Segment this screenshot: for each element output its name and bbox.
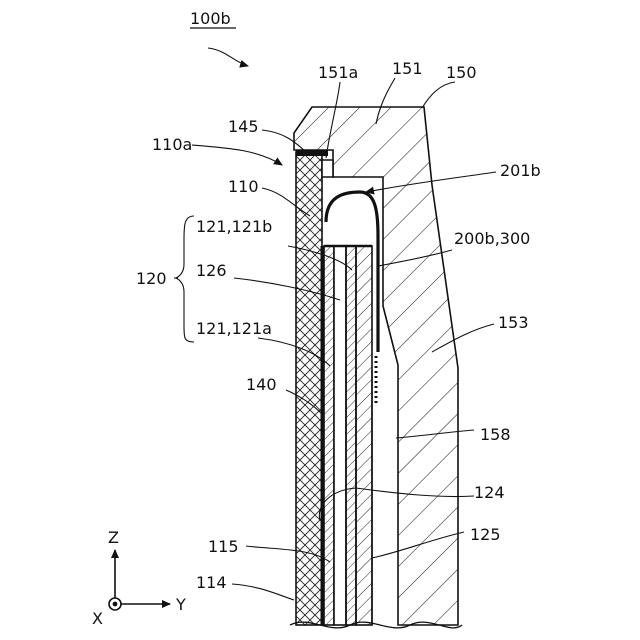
label-150: 150 — [446, 63, 477, 82]
label-110a: 110a — [152, 135, 192, 154]
label-201b: 201b — [500, 161, 541, 180]
layer-125 — [356, 246, 372, 625]
label-145: 145 — [228, 117, 259, 136]
label-121-121a: 121,121a — [196, 319, 272, 338]
label-124: 124 — [474, 483, 505, 502]
label-140: 140 — [246, 375, 277, 394]
cover-panel-110 — [296, 152, 322, 625]
label-121-121b: 121,121b — [196, 217, 272, 236]
axis-x-label: X — [92, 609, 103, 628]
label-115: 115 — [208, 537, 239, 556]
label-151a: 151a — [318, 63, 358, 82]
axes-indicator — [109, 550, 170, 610]
label-158: 158 — [480, 425, 511, 444]
layer-126 — [334, 246, 346, 625]
label-125: 125 — [470, 525, 501, 544]
figure-label: 100b — [190, 9, 231, 28]
axis-y-label: Y — [175, 595, 186, 614]
layer-121b — [346, 246, 356, 625]
label-151: 151 — [392, 59, 423, 78]
axis-z-label: Z — [108, 528, 119, 547]
label-120: 120 — [136, 269, 167, 288]
cover-step — [322, 160, 333, 177]
label-114: 114 — [196, 573, 227, 592]
label-153: 153 — [498, 313, 529, 332]
label-126: 126 — [196, 261, 227, 280]
layer-121a — [324, 246, 334, 625]
label-200b-300: 200b,300 — [454, 229, 530, 248]
label-110: 110 — [228, 177, 259, 196]
adhesive-145 — [296, 150, 328, 156]
